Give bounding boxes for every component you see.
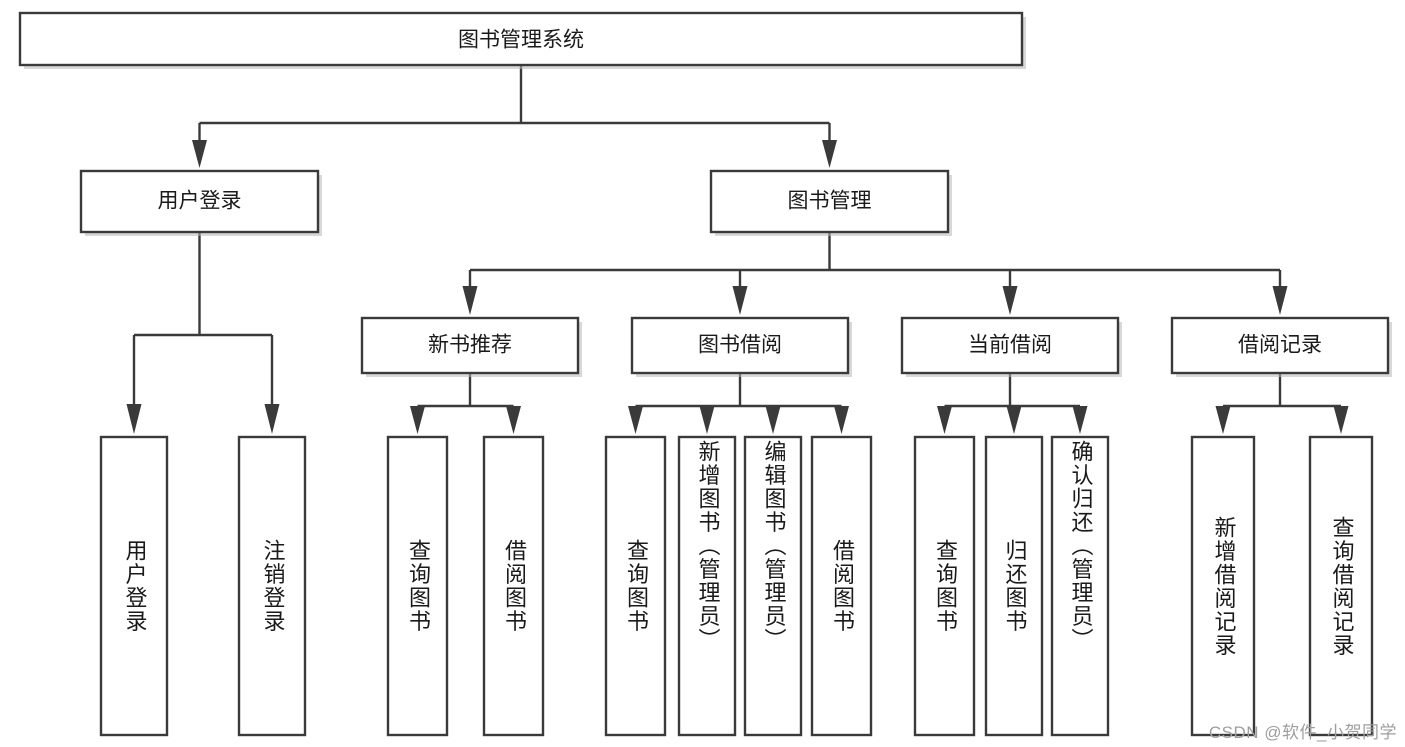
arrowhead-query-book-3 bbox=[937, 406, 952, 434]
node-book-borrow[interactable]: 图书借阅 bbox=[630, 316, 852, 377]
arrowhead-user-login bbox=[192, 140, 207, 168]
arrowhead-book-management bbox=[822, 140, 837, 168]
node-root[interactable]: 图书管理系统 bbox=[18, 11, 1026, 69]
node-query-book-2-rect[interactable] bbox=[604, 435, 667, 737]
node-query-book-1-rect[interactable] bbox=[386, 435, 449, 737]
arrowhead-confirm-return bbox=[1072, 406, 1088, 434]
node-new-book-recommend-label: 新书推荐 bbox=[428, 334, 512, 357]
node-root-rect[interactable] bbox=[18, 11, 1024, 67]
node-borrow-record[interactable]: 借阅记录 bbox=[1170, 316, 1392, 377]
arrowhead-add-book bbox=[699, 406, 715, 434]
arrowhead-borrow-book-2 bbox=[834, 406, 849, 434]
arrowhead-query-borrow-record bbox=[1333, 406, 1349, 434]
node-current-borrow[interactable]: 当前借阅 bbox=[900, 316, 1122, 377]
arrowhead-user-login-do bbox=[126, 404, 142, 434]
node-new-book-recommend[interactable]: 新书推荐 bbox=[360, 316, 582, 377]
node-query-borrow-record-rect[interactable] bbox=[1308, 435, 1374, 737]
arrowhead-query-book-1 bbox=[410, 406, 425, 434]
arrowhead-borrow-book-1 bbox=[506, 406, 521, 434]
connector-group-current-borrow bbox=[937, 373, 1088, 434]
connector-group-book-management bbox=[462, 232, 1288, 315]
node-book-management[interactable]: 图书管理 bbox=[709, 169, 952, 236]
node-current-borrow-label: 当前借阅 bbox=[968, 334, 1052, 357]
node-root-label: 图书管理系统 bbox=[458, 29, 584, 52]
csdn-watermark: CSDN @软件_小贺同学 bbox=[1208, 723, 1397, 742]
node-borrow-record-rect[interactable] bbox=[1170, 316, 1390, 375]
arrowhead-current-borrow bbox=[1002, 286, 1018, 315]
node-query-book-3-rect[interactable] bbox=[913, 435, 976, 737]
node-add-book-rect[interactable] bbox=[677, 435, 737, 737]
node-book-borrow-rect[interactable] bbox=[630, 316, 850, 375]
node-edit-book-rect[interactable] bbox=[743, 435, 803, 737]
connector-group-borrow-record bbox=[1215, 373, 1349, 434]
node-user-login-do-rect[interactable] bbox=[99, 435, 169, 737]
leaf-boxes bbox=[99, 435, 1374, 737]
node-confirm-return-rect[interactable] bbox=[1050, 435, 1110, 737]
node-borrow-record-label: 借阅记录 bbox=[1238, 334, 1322, 357]
node-user-login-rect[interactable] bbox=[79, 169, 320, 234]
arrowhead-query-book-2 bbox=[628, 406, 643, 434]
node-add-borrow-record-rect[interactable] bbox=[1190, 435, 1256, 737]
node-user-logout-rect[interactable] bbox=[237, 435, 307, 737]
connector-group-book-borrow bbox=[628, 373, 849, 434]
arrowhead-new-book-recommend bbox=[462, 286, 478, 315]
node-book-management-rect[interactable] bbox=[709, 169, 950, 234]
arrowhead-user-logout bbox=[264, 404, 280, 434]
arrowhead-return-book bbox=[1006, 406, 1022, 434]
arrowhead-borrow-record bbox=[1272, 286, 1288, 315]
arrowhead-add-borrow-record bbox=[1215, 406, 1231, 434]
connector-group-root bbox=[192, 65, 837, 168]
node-user-login[interactable]: 用户登录 bbox=[79, 169, 322, 236]
node-book-management-label: 图书管理 bbox=[788, 190, 872, 213]
node-new-book-recommend-rect[interactable] bbox=[360, 316, 580, 375]
node-user-login-label: 用户登录 bbox=[158, 190, 242, 213]
connector-group-new-book-recommend bbox=[410, 373, 521, 434]
node-current-borrow-rect[interactable] bbox=[900, 316, 1120, 375]
node-borrow-book-1-rect[interactable] bbox=[482, 435, 545, 737]
connector-group-user-login bbox=[126, 232, 280, 434]
node-borrow-book-2-rect[interactable] bbox=[810, 435, 873, 737]
node-book-borrow-label: 图书借阅 bbox=[698, 334, 782, 357]
arrowhead-edit-book bbox=[765, 406, 781, 434]
node-return-book-rect[interactable] bbox=[984, 435, 1044, 737]
arrowhead-book-borrow bbox=[732, 286, 748, 315]
